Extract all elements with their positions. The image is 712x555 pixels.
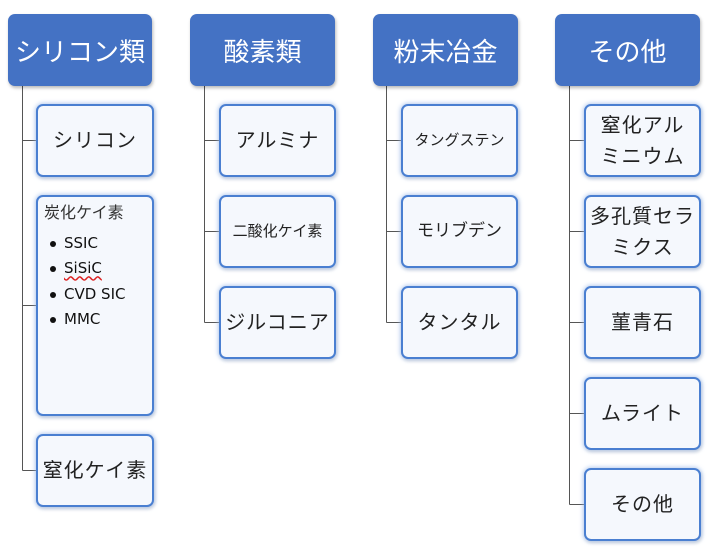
node-porous-ceramics: 多孔質セラミクス xyxy=(584,195,701,268)
node-aluminum-nitride-line-2: ミニウム xyxy=(600,143,685,168)
header-oxides: 酸素類 xyxy=(190,14,335,86)
node-other-label: その他 xyxy=(611,492,674,516)
node-zirconia: ジルコニア xyxy=(219,286,336,359)
header-oxides-label: 酸素類 xyxy=(223,37,302,68)
list-item: MMC xyxy=(50,307,152,333)
node-other: その他 xyxy=(584,468,701,541)
node-porous-ceramics-line-1: 多孔質セラ xyxy=(590,203,695,228)
node-cordierite-label: 菫青石 xyxy=(611,310,674,334)
node-zirconia-label: ジルコニア xyxy=(225,310,330,334)
header-silicon-label: シリコン類 xyxy=(14,37,145,68)
node-alumina: アルミナ xyxy=(219,104,336,177)
node-aluminum-nitride-line-1: 窒化アル xyxy=(600,112,685,137)
header-powder-metallurgy-label: 粉末冶金 xyxy=(393,37,498,68)
node-silicon-carbide-title: 炭化ケイ素 xyxy=(44,203,124,222)
spellcheck-underlined-text: SiSiC xyxy=(64,259,102,278)
node-tantalum: タンタル xyxy=(401,286,518,359)
node-silicon-nitride-label: 窒化ケイ素 xyxy=(42,458,148,482)
list-item: SiSiC xyxy=(50,256,152,282)
node-mullite-label: ムライト xyxy=(601,401,684,425)
node-silicon: シリコン xyxy=(36,104,154,177)
list-item: SSIC xyxy=(50,231,152,257)
header-powder-metallurgy: 粉末冶金 xyxy=(373,14,518,86)
node-tungsten-label: タングステン xyxy=(414,130,505,149)
node-molybdenum-label: モリブデン xyxy=(417,221,502,242)
header-others-label: その他 xyxy=(588,37,667,68)
node-silicon-nitride: 窒化ケイ素 xyxy=(36,434,154,507)
header-others: その他 xyxy=(555,14,700,86)
node-porous-ceramics-line-2: ミクス xyxy=(611,234,674,259)
node-molybdenum: モリブデン xyxy=(401,195,518,268)
node-mullite: ムライト xyxy=(584,377,701,450)
silicon-carbide-list: SSIC SiSiC CVD SIC MMC xyxy=(44,231,152,333)
header-silicon: シリコン類 xyxy=(8,14,152,86)
node-tantalum-label: タンタル xyxy=(417,310,502,334)
node-silicon-dioxide-label: 二酸化ケイ素 xyxy=(232,221,323,240)
node-silicon-dioxide: 二酸化ケイ素 xyxy=(219,195,336,268)
node-silicon-carbide: 炭化ケイ素 SSIC SiSiC CVD SIC MMC xyxy=(36,195,154,416)
node-aluminum-nitride: 窒化アルミニウム xyxy=(584,104,701,177)
node-silicon-label: シリコン xyxy=(53,128,137,152)
node-alumina-label: アルミナ xyxy=(235,128,320,152)
node-tungsten: タングステン xyxy=(401,104,518,177)
list-item: CVD SIC xyxy=(50,282,152,308)
node-cordierite: 菫青石 xyxy=(584,286,701,359)
